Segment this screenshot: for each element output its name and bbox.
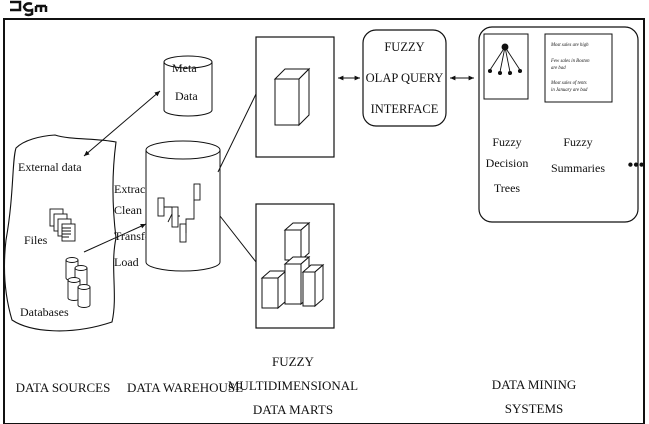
databases-icon [66, 258, 90, 308]
olap-line-2: OLAP QUERY [366, 71, 444, 85]
caption-mining-line-1: DATA MINING [492, 377, 577, 392]
fuzzy-decision-trees-line-1: Fuzzy [492, 135, 521, 149]
caption-marts-line-3: DATA MARTS [253, 402, 333, 417]
etl-extract: Extract [114, 182, 149, 196]
meta-label: Meta [172, 61, 197, 75]
summary-text-4: Most sales of tents [550, 81, 587, 86]
files-icon [50, 209, 75, 241]
more-systems-ellipsis: ••• [628, 157, 645, 174]
summary-text-1: Most sales are high [550, 43, 589, 48]
summary-text-5: in January are bad [551, 88, 588, 93]
line-warehouse-top-mart [218, 94, 256, 172]
summary-text-3: are bad [551, 66, 566, 71]
caption-marts-line-1: FUZZY [272, 354, 315, 369]
fuzzy-decision-trees-line-2: Decision [486, 156, 529, 170]
databases-label: Databases [20, 305, 69, 319]
external-data-label: External data [18, 160, 82, 174]
cube-icon [275, 69, 309, 125]
files-label: Files [24, 233, 48, 247]
summary-text-2: Few sales in Boston [550, 59, 590, 64]
fuzzy-summaries-line-2: Summaries [551, 161, 605, 175]
etl-clean: Clean [114, 203, 142, 217]
data-label: Data [175, 89, 198, 103]
fuzzy-decision-trees-line-3: Trees [494, 181, 521, 195]
etl-load: Load [114, 255, 139, 269]
fuzzy-summaries-line-1: Fuzzy [563, 135, 592, 149]
olap-line-1: FUZZY [384, 40, 424, 54]
data-warehouse-cylinder [146, 141, 220, 271]
caption-data-warehouse: DATA WAREHOUSE [127, 380, 243, 395]
cropped-heading-fragment [10, 2, 46, 15]
line-warehouse-bottom-mart [220, 216, 256, 262]
olap-line-3: INTERFACE [371, 102, 439, 116]
caption-marts-line-2: MULTIDIMENSIONAL [228, 378, 358, 393]
caption-data-sources: DATA SOURCES [16, 380, 111, 395]
caption-mining-line-2: SYSTEMS [505, 401, 564, 416]
